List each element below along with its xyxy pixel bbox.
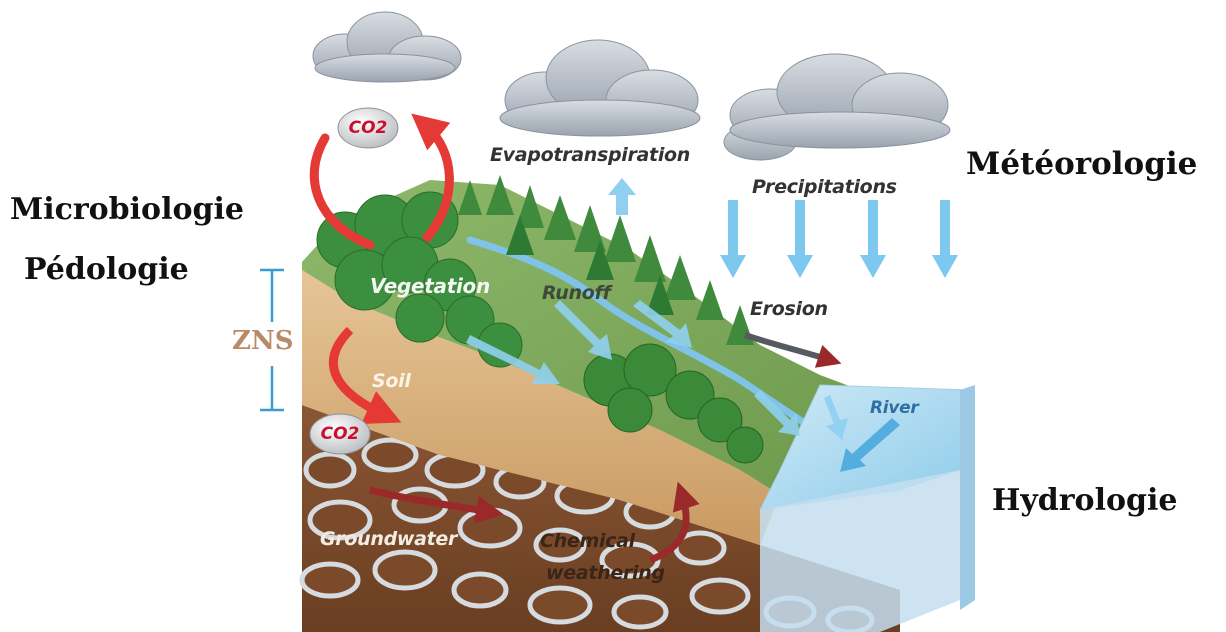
precipitations-label: Precipitations	[752, 176, 897, 198]
river-label: River	[870, 398, 919, 418]
erosion-arrow	[744, 332, 842, 368]
microbiologie-label: Microbiologie	[10, 192, 244, 227]
meteorologie-label: Météorologie	[966, 146, 1198, 182]
deciduous-trees-mid	[583, 343, 764, 464]
runoff-arrows	[466, 300, 900, 472]
deciduous-trees-left	[316, 191, 523, 368]
soil-label: Soil	[372, 370, 411, 392]
chemical-weathering-label-line2: weathering	[546, 562, 665, 584]
evapotranspiration-arrow	[608, 178, 636, 215]
hydrologie-label: Hydrologie	[992, 483, 1178, 518]
chemical-weathering-label-line1: Chemical	[540, 530, 635, 552]
co2-bubble-top	[337, 107, 399, 149]
groundwater-flow-arrow	[369, 486, 504, 524]
cloud-evapotranspiration	[499, 39, 701, 137]
co2-release-arrow	[411, 113, 454, 243]
weathering-arrow	[648, 481, 700, 564]
conifer-forest	[458, 175, 754, 345]
zns-label: ZNS	[232, 326, 294, 356]
cloud-precipitations	[723, 53, 951, 161]
vegetation-label: Vegetation	[370, 274, 490, 298]
erosion-label: Erosion	[750, 298, 828, 320]
co2-bubble-bottom	[309, 413, 371, 455]
runoff-label: Runoff	[542, 282, 611, 304]
zns-bracket	[260, 268, 284, 412]
river-side-face	[960, 385, 975, 610]
evapotranspiration-label: Evapotranspiration	[490, 144, 691, 166]
co2-label-top: CO2	[348, 118, 388, 138]
pedologie-label: Pédologie	[24, 252, 189, 287]
river-front-face	[760, 470, 960, 632]
precipitation-arrows	[720, 200, 958, 278]
co2-label-bottom: CO2	[320, 424, 360, 444]
soil-co2-arrow	[329, 326, 402, 424]
stream	[466, 236, 834, 444]
co2-uptake-arrow	[309, 133, 375, 250]
cloud-top-left	[312, 11, 462, 83]
groundwater-label: Groundwater	[320, 528, 458, 550]
